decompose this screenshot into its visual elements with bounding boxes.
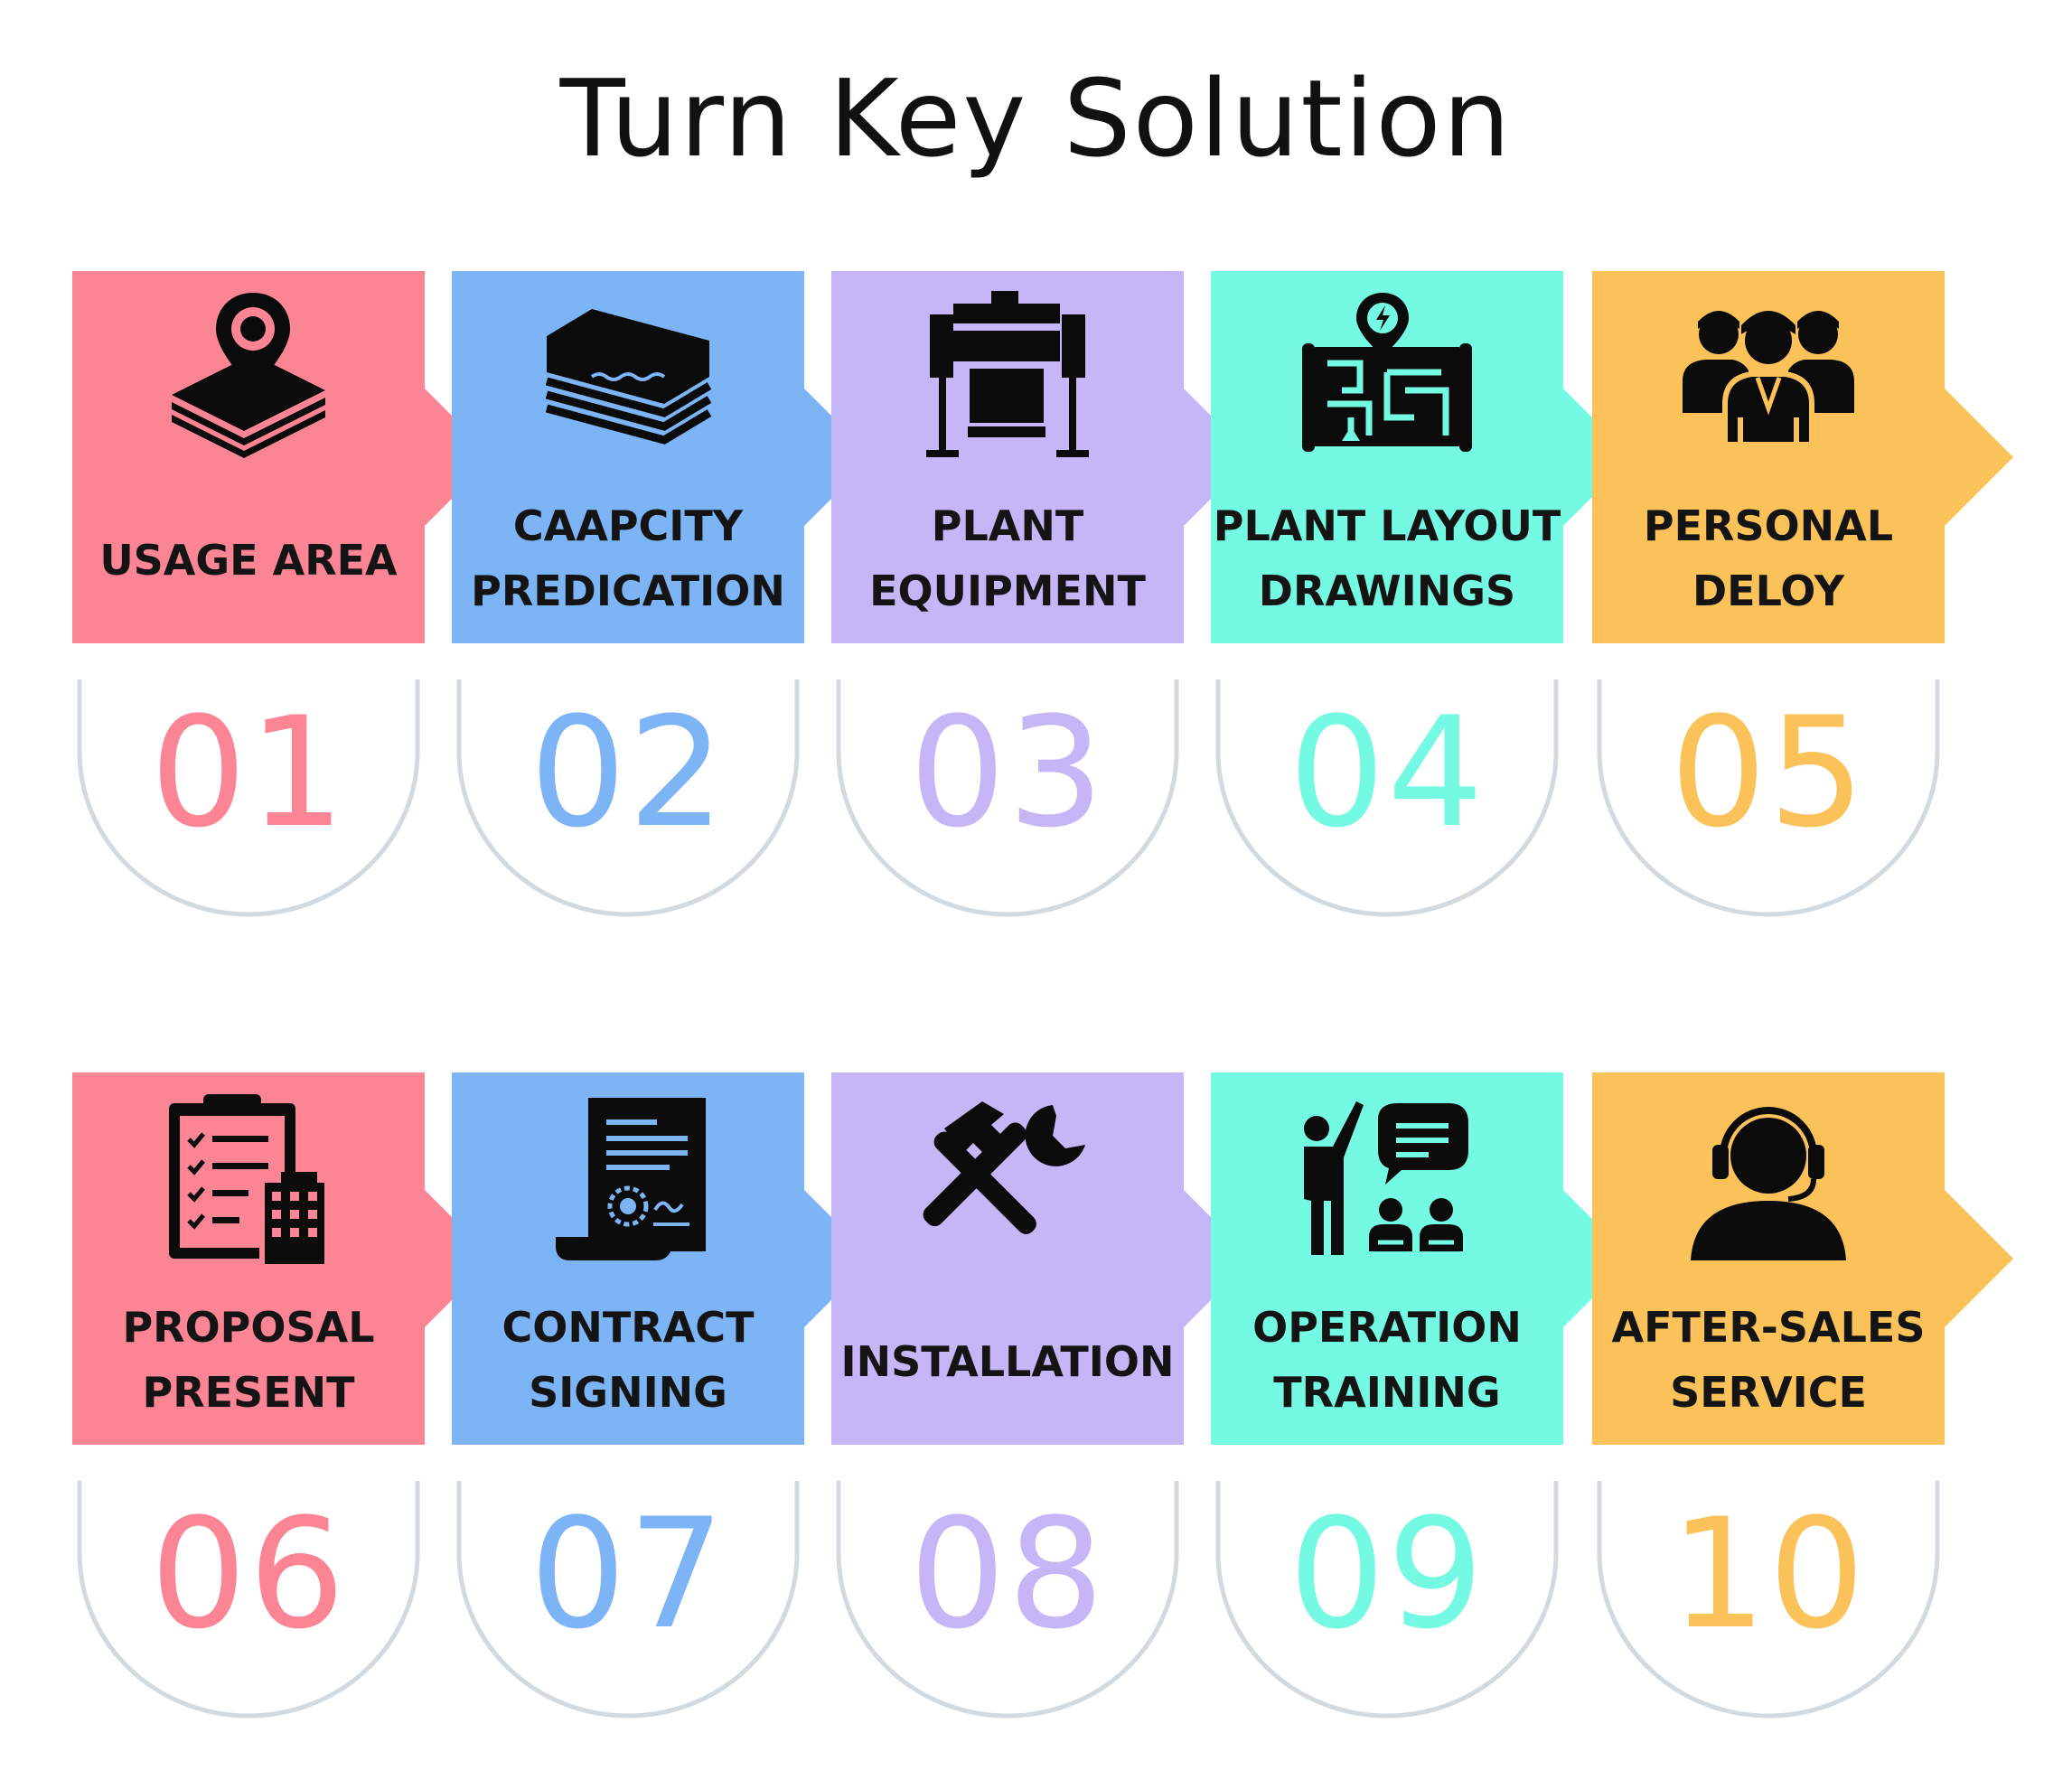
step-label-line: USAGE AREA: [99, 536, 398, 585]
step-label-line: OPERATION: [1252, 1303, 1522, 1352]
step-number-badge: 05: [1592, 679, 1945, 922]
step-label-line: SERVICE: [1670, 1368, 1867, 1417]
step-number-badge: 01: [72, 679, 425, 922]
step-label-line: PLANT: [931, 501, 1084, 550]
step-card: CONTRACT SIGNING: [452, 1072, 873, 1445]
process-step: PLANT EQUIPMENT 03: [831, 271, 1252, 922]
step-card: INSTALLATION: [831, 1072, 1252, 1445]
step-number: 02: [530, 684, 727, 861]
step-label-line: DELOY: [1692, 567, 1845, 615]
process-step: OPERATION TRAINING 09: [1211, 1072, 1632, 1723]
step-card: PLANT LAYOUT DRAWINGS: [1211, 271, 1632, 643]
step-label-line: PREDICATION: [471, 567, 785, 615]
step-number: 05: [1670, 684, 1867, 861]
step-number: 09: [1289, 1485, 1486, 1663]
process-step: PROPOSAL PRESENT 06: [72, 1072, 493, 1723]
process-step: CAAPCITY PREDICATION 02: [452, 271, 873, 922]
step-number-badge: 09: [1211, 1481, 1563, 1723]
step-card: PLANT EQUIPMENT: [831, 271, 1252, 643]
headset-icon: [1691, 1107, 1846, 1260]
number-outline: [1215, 679, 1559, 917]
step-number-badge: 02: [452, 679, 804, 922]
step-label: PLANT EQUIPMENT: [831, 493, 1184, 623]
step-card: PROPOSAL PRESENT: [72, 1072, 493, 1445]
process-step: PLANT LAYOUT DRAWINGS 04: [1211, 271, 1632, 922]
number-outline: [1597, 679, 1940, 917]
step-number: 03: [909, 684, 1106, 861]
step-label: CONTRACT SIGNING: [452, 1295, 804, 1425]
number-outline: [77, 679, 420, 917]
step-card: PERSONAL DELOY: [1592, 271, 2013, 643]
step-label: PERSONAL DELOY: [1592, 493, 1945, 623]
process-step: USAGE AREA 01: [72, 271, 493, 922]
step-number-badge: 04: [1211, 679, 1563, 922]
step-label-line: CONTRACT: [502, 1303, 755, 1352]
step-number-badge: 03: [831, 679, 1184, 922]
process-step: CONTRACT SIGNING 07: [452, 1072, 873, 1723]
step-card: OPERATION TRAINING: [1211, 1072, 1632, 1445]
step-label-line: TRAINING: [1273, 1368, 1501, 1417]
step-label-line: INSTALLATION: [840, 1337, 1175, 1386]
step-label: INSTALLATION: [831, 1329, 1184, 1394]
process-step: PERSONAL DELOY 05: [1592, 271, 2013, 922]
number-outline: [1597, 1481, 1940, 1719]
step-label-line: PRESENT: [142, 1368, 355, 1417]
process-step: INSTALLATION 08: [831, 1072, 1252, 1723]
step-number-badge: 10: [1592, 1481, 1945, 1723]
contract-icon: [556, 1098, 706, 1260]
step-card: AFTER-SALES SERVICE: [1592, 1072, 2013, 1445]
step-label-line: CAAPCITY: [512, 501, 744, 550]
step-label: PLANT LAYOUT DRAWINGS: [1211, 493, 1563, 623]
step-label-line: PLANT LAYOUT: [1213, 501, 1561, 550]
step-label-line: PROPOSAL: [122, 1303, 375, 1352]
step-card: USAGE AREA: [72, 271, 493, 643]
step-card: CAAPCITY PREDICATION: [452, 271, 873, 643]
step-label-line: SIGNING: [529, 1368, 727, 1417]
step-label-line: DRAWINGS: [1258, 567, 1516, 615]
trainer-icon: [1304, 1101, 1468, 1255]
plotter-icon: [926, 291, 1089, 457]
number-outline: [836, 1481, 1179, 1719]
step-number-badge: 06: [72, 1481, 425, 1723]
arrow-shape: [831, 1072, 1252, 1445]
step-number: 06: [150, 1485, 347, 1663]
number-outline: [836, 679, 1179, 917]
page-title: Turn Key Solution: [559, 56, 1513, 181]
step-label: PROPOSAL PRESENT: [72, 1295, 425, 1425]
process-step: AFTER-SALES SERVICE 10: [1592, 1072, 2013, 1723]
step-number-badge: 07: [452, 1481, 804, 1723]
step-label-line: AFTER-SALES: [1611, 1303, 1926, 1352]
number-outline: [77, 1481, 420, 1719]
step-label: USAGE AREA: [72, 528, 425, 593]
step-number: 08: [909, 1485, 1106, 1663]
step-label: AFTER-SALES SERVICE: [1592, 1295, 1945, 1425]
step-number: 07: [530, 1485, 727, 1663]
number-outline: [456, 1481, 800, 1719]
team-icon: [1683, 311, 1854, 447]
step-number-badge: 08: [831, 1481, 1184, 1723]
step-label-line: PERSONAL: [1643, 501, 1894, 550]
clipboard-icon: [169, 1094, 328, 1264]
step-label: CAAPCITY PREDICATION: [452, 493, 804, 623]
step-number: 01: [150, 684, 347, 861]
step-label: OPERATION TRAINING: [1211, 1295, 1563, 1425]
map-pin-icon: [172, 293, 325, 458]
step-number: 04: [1289, 684, 1486, 861]
step-number: 10: [1670, 1485, 1867, 1663]
arrow-shape: [72, 271, 493, 643]
layers-icon: [545, 309, 712, 445]
number-outline: [456, 679, 800, 917]
number-outline: [1215, 1481, 1559, 1719]
step-label-line: EQUIPMENT: [869, 567, 1146, 615]
tools-icon: [923, 1101, 1085, 1247]
blueprint-icon: [1302, 293, 1472, 452]
